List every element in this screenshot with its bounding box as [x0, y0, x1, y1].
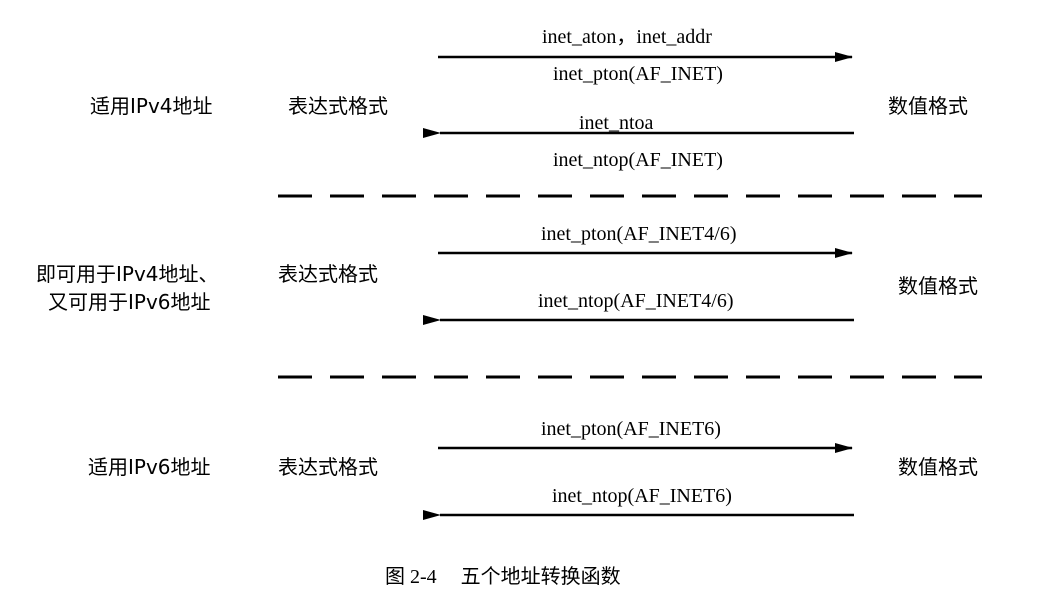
numeric-format-label: 数值格式: [888, 94, 968, 118]
function-label-inet-aton-addr: inet_aton，inet_addr: [542, 26, 712, 48]
scope-label-dual-line1: 即可用于IPv4地址、: [36, 262, 219, 286]
function-label-inet-pton-af-inet: inet_pton(AF_INET): [553, 63, 723, 85]
figure-number: 图 2-4: [385, 566, 437, 588]
function-label-inet-ntop-af-inet6: inet_ntop(AF_INET6): [552, 485, 732, 507]
numeric-format-label: 数值格式: [898, 274, 978, 298]
function-label-inet-ntop-af-inet: inet_ntop(AF_INET): [553, 149, 723, 171]
function-label-inet-ntop-af-inet4-6: inet_ntop(AF_INET4/6): [538, 290, 734, 312]
function-label-inet-pton-af-inet4-6: inet_pton(AF_INET4/6): [541, 223, 737, 245]
presentation-format-label: 表达式格式: [278, 455, 378, 479]
function-label-inet-ntoa: inet_ntoa: [579, 112, 654, 134]
function-label-inet-pton-af-inet6: inet_pton(AF_INET6): [541, 418, 721, 440]
figure-caption: 图 2-4 五个地址转换函数: [385, 564, 621, 589]
presentation-format-label: 表达式格式: [288, 94, 388, 118]
figure-title: 五个地址转换函数: [460, 564, 621, 588]
numeric-format-label: 数值格式: [898, 455, 978, 479]
scope-label-dual-line2: 又可用于IPv6地址: [48, 290, 211, 314]
scope-label-ipv4: 适用IPv4地址: [90, 94, 213, 118]
presentation-format-label: 表达式格式: [278, 262, 378, 286]
scope-label-ipv6: 适用IPv6地址: [88, 455, 211, 479]
